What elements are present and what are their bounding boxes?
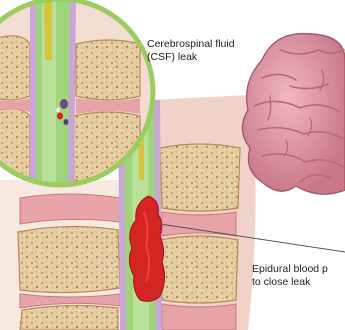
csf-leak-label-line2: (CSF) leak [147,51,235,64]
disc [20,194,120,224]
blood-patch-label-line1: Epidural blood p [252,263,328,276]
vertebra [160,144,240,211]
csf-leak-label-line1: Cerebrospinal fluid [147,38,235,51]
disc [162,212,236,236]
blood-patch-label: Epidural blood p to close leak [252,263,328,289]
brain [242,34,345,195]
vertebra [20,305,118,330]
vertebra [18,226,120,292]
blood-patch-label-line2: to close leak [252,276,328,289]
disc [162,304,236,330]
csf-leak-label: Cerebrospinal fluid (CSF) leak [147,38,235,64]
vertebra [160,236,238,303]
